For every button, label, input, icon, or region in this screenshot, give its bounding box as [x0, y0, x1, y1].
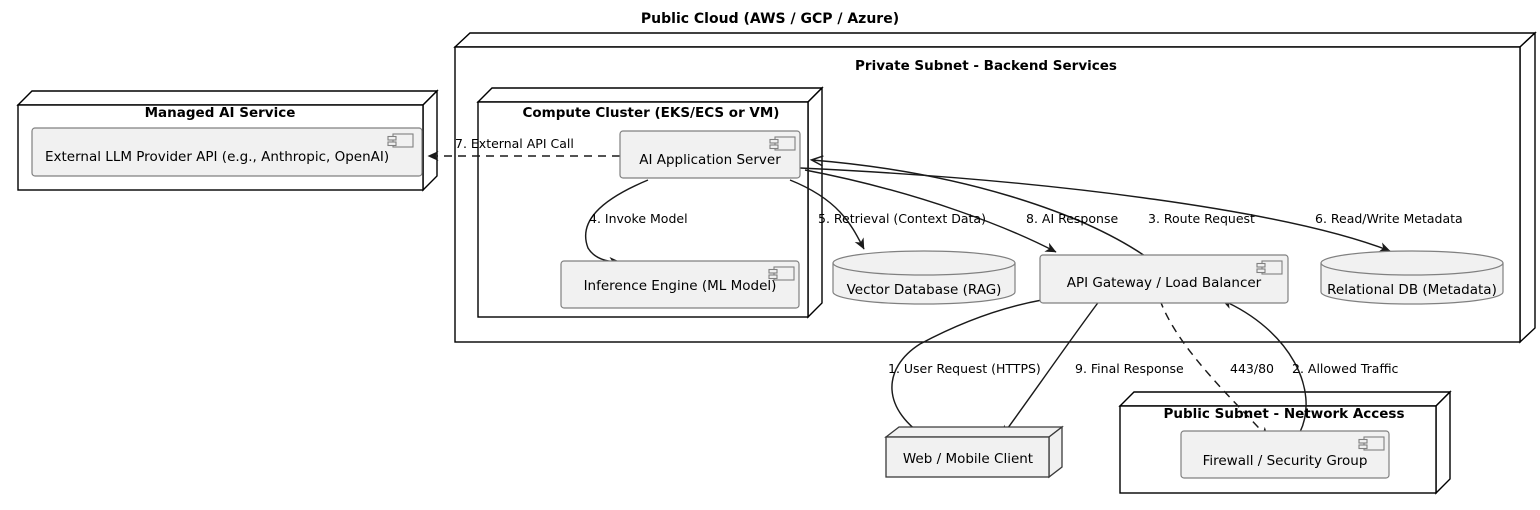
component-ai-application-server[interactable]	[619, 130, 801, 179]
component-icon	[768, 266, 795, 281]
node-web-mobile-client[interactable]	[884, 425, 1064, 479]
component-icon	[387, 133, 414, 148]
component-api-gateway[interactable]	[1039, 254, 1289, 304]
component-icon	[1358, 436, 1385, 451]
component-firewall-security-group[interactable]	[1180, 430, 1390, 479]
component-inference-engine[interactable]	[560, 260, 800, 309]
database-vector-database[interactable]	[832, 250, 1016, 305]
database-relational-db[interactable]	[1320, 250, 1504, 305]
component-icon	[1256, 260, 1283, 275]
component-icon	[769, 136, 796, 151]
component-external-llm-provider-api[interactable]	[31, 127, 423, 177]
